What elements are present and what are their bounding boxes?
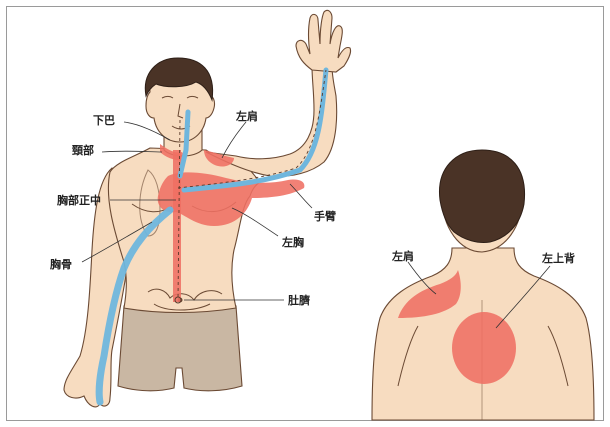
label-neck: 頸部 bbox=[72, 143, 94, 157]
back-figure bbox=[372, 150, 594, 420]
label-sternum: 胸骨 bbox=[50, 257, 72, 271]
back-upper-back-pain-area bbox=[452, 312, 516, 384]
label-chin: 下巴 bbox=[93, 114, 115, 127]
label-left-shoulder-front: 左肩 bbox=[235, 109, 258, 123]
label-left-chest: 左胸 bbox=[281, 235, 304, 249]
label-arm: 手臂 bbox=[314, 209, 336, 223]
label-navel: 肚臍 bbox=[287, 293, 310, 307]
label-mid-chest: 胸部正中 bbox=[57, 193, 101, 207]
label-left-upper-back: 左上背 bbox=[541, 251, 575, 265]
leader-left-shoulder-front bbox=[222, 122, 246, 158]
back-hair bbox=[439, 150, 524, 243]
front-shorts bbox=[118, 306, 242, 391]
label-left-shoulder-back: 左肩 bbox=[391, 249, 414, 263]
front-figure bbox=[64, 10, 351, 406]
front-raised-hand bbox=[296, 10, 351, 72]
